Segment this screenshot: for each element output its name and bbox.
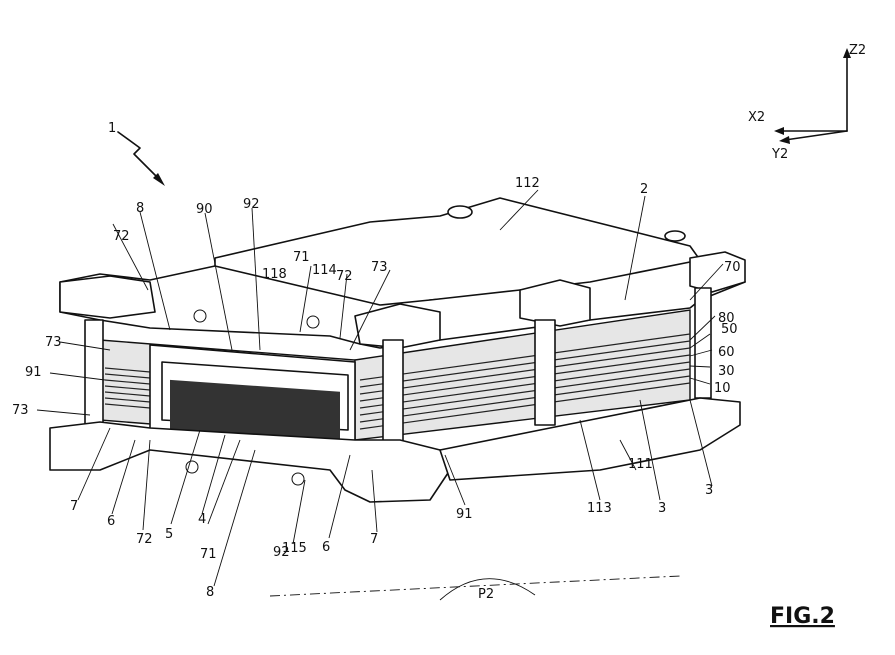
label-p2: P2: [478, 587, 494, 602]
axis-triad: Z2 X2 Y2: [748, 43, 866, 162]
ref-73a: 73: [45, 335, 62, 350]
ref-6b: 6: [322, 540, 330, 555]
column-left: [85, 320, 103, 425]
ref-5: 5: [165, 527, 173, 542]
leader-1: [118, 132, 160, 180]
ref-8a: 8: [136, 201, 144, 216]
ref-73b: 73: [12, 403, 29, 418]
ref-3a: 3: [658, 501, 666, 516]
ref-3b: 3: [705, 483, 713, 498]
left-ear: [60, 276, 155, 318]
ref-71b: 71: [200, 547, 217, 562]
ref-72b: 72: [336, 269, 353, 284]
ref-2: 2: [640, 182, 648, 197]
ref-72c: 72: [136, 532, 153, 547]
ref-6a: 6: [107, 514, 115, 529]
ref-72a: 72: [113, 229, 130, 244]
ref-112: 112: [515, 176, 540, 191]
top-stud-2: [665, 231, 685, 241]
bolt-hole-3: [186, 461, 198, 473]
top-stud-1: [448, 206, 472, 218]
ref-115: 115: [282, 541, 307, 556]
ref-1: 1: [108, 121, 116, 136]
ref-80: 80: [718, 311, 735, 326]
ref-91b: 91: [456, 507, 473, 522]
x-arrowhead: [774, 127, 784, 135]
ref-113: 113: [587, 501, 612, 516]
ref-4: 4: [198, 512, 206, 527]
ref-73c: 73: [371, 260, 388, 275]
front-frame: [150, 345, 355, 444]
axis-label-x: X2: [748, 110, 765, 125]
y-arrowhead: [779, 136, 790, 144]
ref-114: 114: [312, 263, 337, 278]
ref-60: 60: [718, 345, 735, 360]
ref-7b: 7: [370, 532, 378, 547]
ref-10: 10: [714, 381, 731, 396]
column-front: [383, 340, 403, 450]
ref-111: 111: [628, 457, 653, 472]
mid-ear: [520, 280, 590, 326]
ref-118: 118: [262, 267, 287, 282]
ref-30: 30: [718, 364, 735, 379]
ref-91a: 91: [25, 365, 42, 380]
ref-92a: 92: [243, 197, 260, 212]
column-mid: [535, 320, 555, 425]
figure-label: FIG.2: [770, 604, 835, 629]
axis-label-z: Z2: [849, 43, 866, 58]
bottom-dashed: P2: [270, 576, 680, 602]
ref-70: 70: [724, 260, 741, 275]
bolt-hole-4: [292, 473, 304, 485]
ref-7a: 7: [70, 499, 78, 514]
axis-label-y: Y2: [771, 147, 788, 162]
ref-8b: 8: [206, 585, 214, 600]
ref-90: 90: [196, 202, 213, 217]
ref-71a: 71: [293, 250, 310, 265]
